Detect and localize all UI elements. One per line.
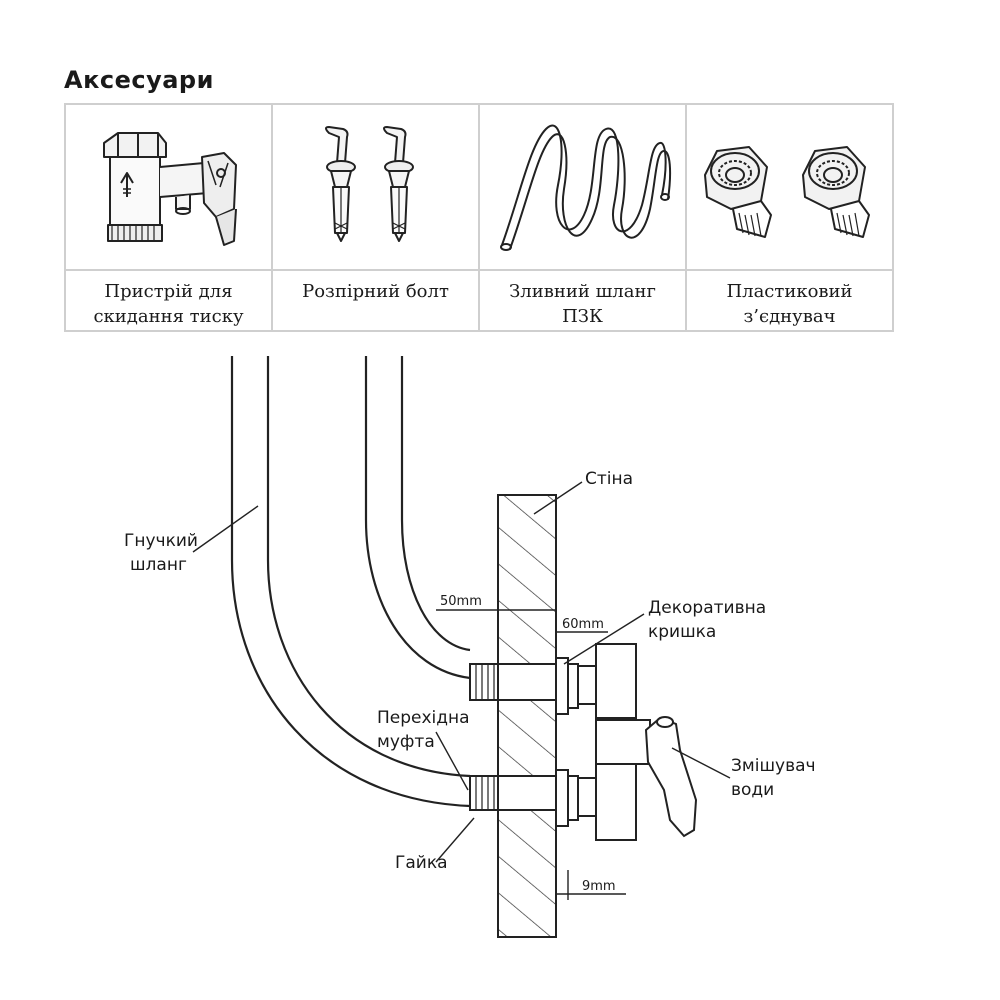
section-title: Аксесуари <box>64 66 214 94</box>
wall-label: Стіна <box>585 469 633 489</box>
flexible-hose-outer <box>230 356 471 808</box>
accessories-label-row: Пристрій для скидання тиску Розпірний бо… <box>64 269 894 332</box>
accessory-cell-plastic-connector <box>685 103 894 271</box>
accessories-table: Пристрій для скидання тиску Розпірний бо… <box>64 103 894 332</box>
adapter-label-line2: муфта <box>377 732 435 752</box>
lower-fitting <box>469 755 637 841</box>
mixer-label-line2: води <box>731 780 774 800</box>
mixer-label-line1: Змішувач <box>731 756 816 776</box>
dimension-60mm: 60mm <box>562 617 604 632</box>
adapter-label-line1: Перехідна <box>377 708 470 728</box>
accessory-label-plastic-connector: Пластиковий з’єднувач <box>685 269 894 332</box>
dimension-lines <box>436 609 626 900</box>
decorative-cap-label-line2: кришка <box>648 622 716 642</box>
accessory-cell-drain-hose <box>478 103 687 271</box>
nut-label: Гайка <box>395 853 448 873</box>
wall <box>497 494 557 938</box>
drain-hose-icon <box>500 124 672 251</box>
upper-fitting <box>469 643 637 719</box>
accessory-label-expansion-bolt: Розпірний болт <box>271 269 480 332</box>
accessory-cell-pressure-valve <box>64 103 273 271</box>
expansion-bolt-icon <box>325 126 414 242</box>
hose-label-line2: шланг <box>130 555 187 575</box>
dimension-9mm: 9mm <box>582 879 616 894</box>
hose-label-line1: Гнучкий <box>124 531 198 551</box>
pressure-relief-valve-icon <box>103 132 237 246</box>
leader-lines <box>192 481 731 863</box>
plastic-connector-icon <box>704 146 870 238</box>
mixer-body <box>595 716 698 838</box>
accessory-label-pressure-valve: Пристрій для скидання тиску <box>64 269 273 332</box>
accessory-label-drain-hose: Зливний шланг ПЗК <box>478 269 687 332</box>
accessories-image-row <box>64 103 894 271</box>
installation-diagram: Стіна Гнучкий шланг 50mm Декоративна кри… <box>124 356 816 938</box>
decorative-cap-label-line1: Декоративна <box>648 598 766 618</box>
accessory-cell-expansion-bolt <box>271 103 480 271</box>
dimension-50mm: 50mm <box>440 594 482 609</box>
